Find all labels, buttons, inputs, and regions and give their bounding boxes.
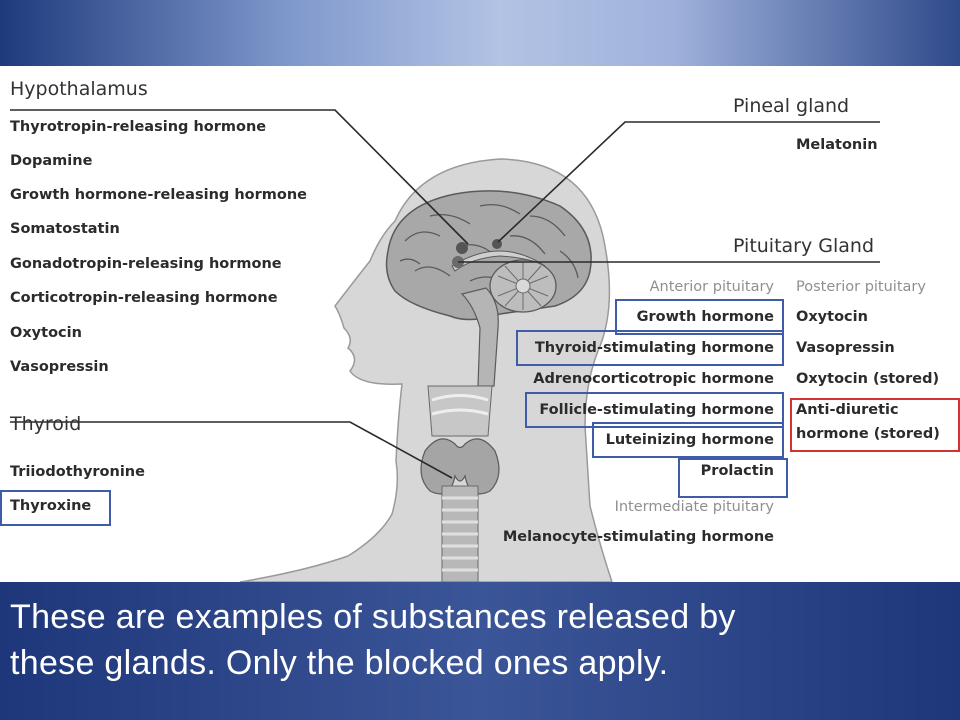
pineal-title: Pineal gland (733, 95, 850, 117)
highlight-box-thyroxine (0, 490, 111, 526)
anterior-pituitary-label: Anterior pituitary (649, 279, 774, 295)
anterior-hormone-1: Growth hormone (636, 309, 774, 325)
caption-line-1: These are examples of substances release… (10, 598, 736, 636)
hypothalamus-hormone-6: Corticotropin-releasing hormone (10, 290, 278, 306)
hypothalamus-hormone-3: Growth hormone-releasing hormone (10, 187, 307, 203)
highlight-box-thyroid-stimulating (516, 330, 784, 366)
posterior-pituitary-label: Posterior pituitary (796, 279, 926, 295)
anterior-hormone-4: Follicle-stimulating hormone (539, 402, 774, 418)
endocrine-diagram: Hypothalamus Thyrotropin-releasing hormo… (0, 66, 960, 582)
hypothalamus-title: Hypothalamus (10, 78, 148, 100)
pituitary-title: Pituitary Gland (733, 235, 875, 257)
thyroid-title: Thyroid (10, 413, 82, 435)
caption-line-2: these glands. Only the blocked ones appl… (10, 644, 669, 682)
anterior-hormone-3: Adrenocorticotropic hormone (533, 371, 774, 387)
highlight-box-follicle-stimulating (525, 392, 784, 428)
anterior-hormone-5: Luteinizing hormone (605, 432, 774, 448)
anterior-hormone-6: Prolactin (700, 463, 774, 479)
hypothalamus-hormone-4: Somatostatin (10, 221, 120, 237)
hypothalamus-gland (456, 242, 468, 254)
pineal-hormone-1: Melatonin (796, 137, 878, 153)
trachea (441, 485, 479, 582)
caption-band: These are examples of substances release… (0, 582, 960, 720)
highlight-box-growth-hormone (615, 299, 784, 335)
intermediate-hormone-1: Melanocyte-stimulating hormone (502, 529, 774, 545)
thyroid-hormone-1: Triiodothyronine (10, 464, 145, 480)
posterior-hormone-1: Oxytocin (796, 309, 868, 325)
highlight-box-anti-diuretic (790, 398, 960, 452)
leader-lines (10, 109, 880, 479)
thyroid-hormone-2: Thyroxine (10, 498, 92, 514)
posterior-hormone-2: Vasopressin (796, 340, 895, 356)
hypothalamus-hormone-1: Thyrotropin-releasing hormone (10, 119, 267, 135)
cerebellum (489, 259, 557, 313)
highlight-box-luteinizing (592, 422, 784, 458)
posterior-hormone-4a: Anti-diuretic (796, 402, 899, 418)
anterior-hormone-2: Thyroid-stimulating hormone (534, 340, 774, 356)
hypothalamus-hormone-5: Gonadotropin-releasing hormone (10, 256, 282, 272)
highlight-box-prolactin (678, 458, 788, 498)
posterior-hormone-3: Oxytocin (stored) (796, 371, 940, 387)
intermediate-pituitary-label: Intermediate pituitary (614, 499, 774, 515)
hypothalamus-hormone-2: Dopamine (10, 153, 93, 169)
thyroid-gland (420, 438, 500, 495)
head-illustration (10, 109, 880, 582)
hypothalamus-hormone-7: Oxytocin (10, 325, 82, 341)
posterior-hormone-4b: hormone (stored) (796, 426, 940, 442)
caption-text: These are examples of substances release… (10, 594, 930, 686)
header-band (0, 0, 960, 66)
hypothalamus-hormone-8: Vasopressin (10, 359, 109, 375)
